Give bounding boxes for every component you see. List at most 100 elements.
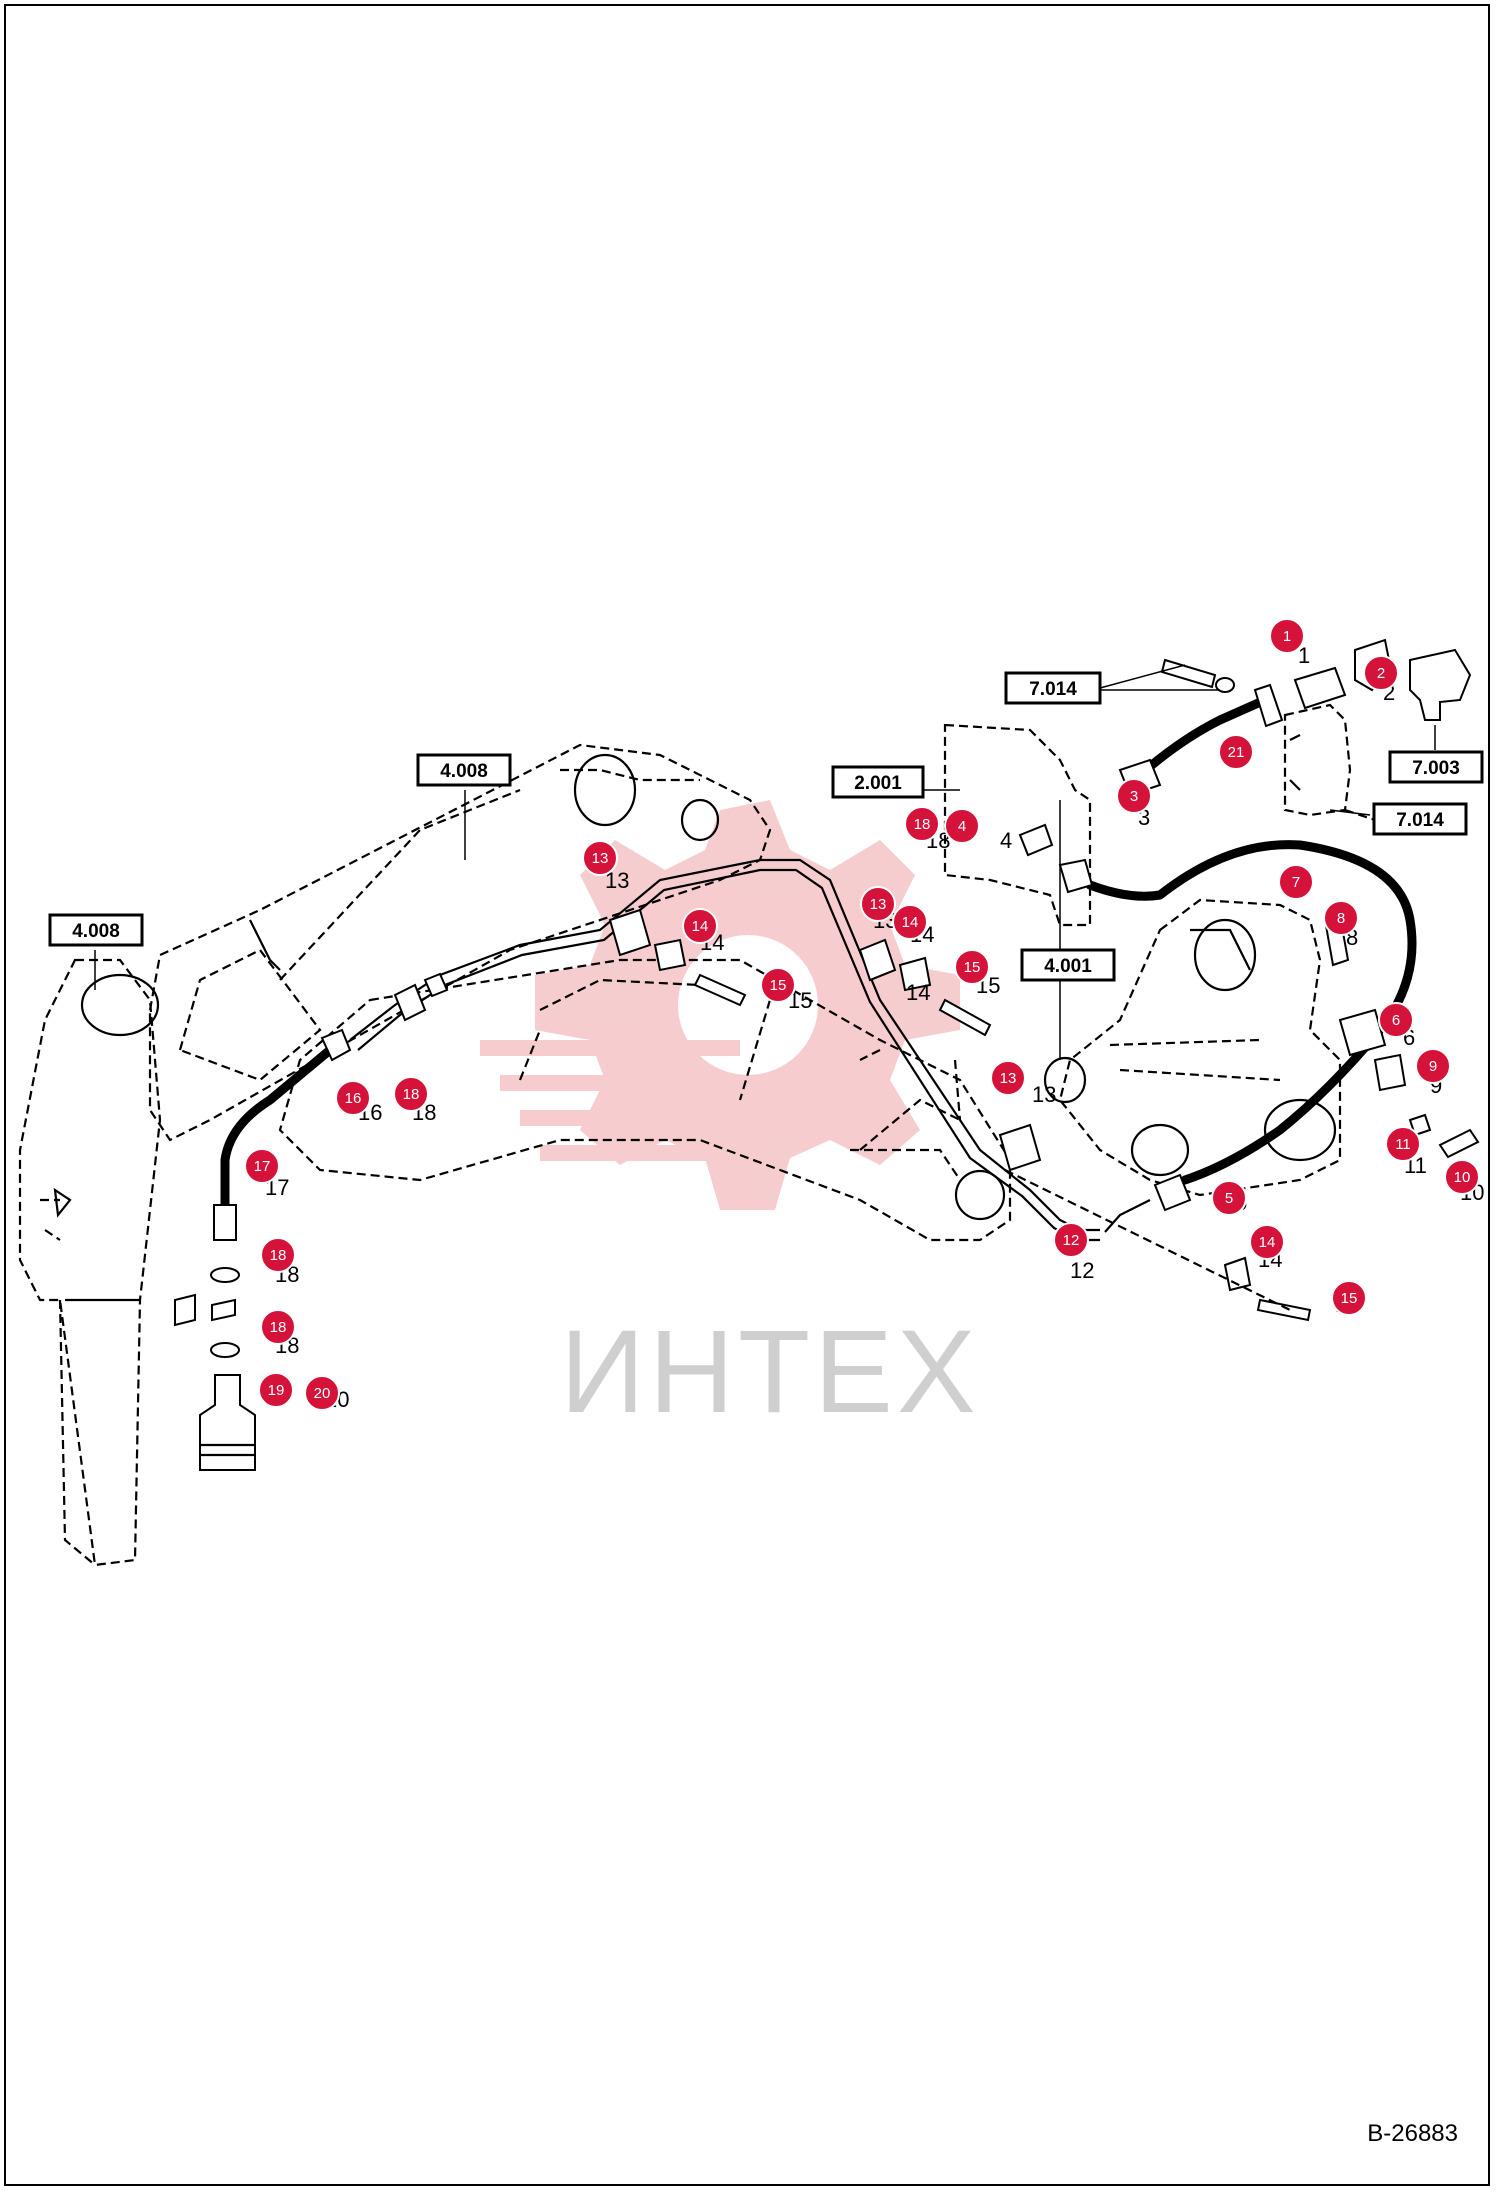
plate-2001-outline <box>943 723 1092 927</box>
svg-text:13: 13 <box>870 896 887 913</box>
callout-21: 21 <box>1218 734 1254 770</box>
svg-text:3: 3 <box>1130 788 1138 805</box>
fitting-7 <box>1058 858 1094 894</box>
fitting-21 <box>1253 683 1284 728</box>
watermark: ИНТЕХ <box>480 800 980 1438</box>
fitting-4 <box>1018 823 1054 857</box>
ref-box-2001: 2.001 <box>831 765 925 799</box>
washer-18-lower <box>210 1342 240 1358</box>
coupler-19 <box>199 1374 256 1471</box>
svg-text:8: 8 <box>1337 910 1345 927</box>
callout-2: 2 <box>1363 655 1399 691</box>
svg-text:4.001: 4.001 <box>1044 956 1092 977</box>
svg-text:21: 21 <box>1228 744 1245 761</box>
bolt-15-a <box>693 973 747 1007</box>
svg-text:12: 12 <box>1063 1232 1080 1249</box>
fitting-boom-b <box>423 972 449 998</box>
pipe-12 <box>1104 1199 1151 1233</box>
svg-text:4.008: 4.008 <box>72 921 120 942</box>
callout-7: 7 <box>1278 864 1314 900</box>
svg-text:16: 16 <box>345 1090 362 1107</box>
watermark-text: ИНТЕХ <box>560 1306 980 1438</box>
callout-14-a: 14 <box>682 908 718 944</box>
svg-text:14: 14 <box>1259 1234 1276 1251</box>
fitting-17-upper <box>320 1028 352 1062</box>
clamp-14-a <box>653 938 687 972</box>
svg-text:7: 7 <box>1292 874 1300 891</box>
svg-text:10: 10 <box>1454 1169 1471 1186</box>
washer-18-upper <box>210 1267 240 1283</box>
svg-text:6: 6 <box>1392 1012 1400 1029</box>
svg-text:7.014: 7.014 <box>1029 679 1077 700</box>
callout-12: 12 <box>1053 1222 1089 1258</box>
ref-box-4008-left: 4.008 <box>48 913 144 947</box>
svg-text:4.008: 4.008 <box>440 761 488 782</box>
swing-bracket-outline <box>1043 898 1342 1197</box>
svg-text:1: 1 <box>1298 643 1310 668</box>
svg-text:14: 14 <box>906 980 930 1005</box>
bracket-7014-outline <box>1283 703 1376 822</box>
svg-text:18: 18 <box>270 1247 287 1264</box>
callout-14-c: 14 <box>1249 1224 1285 1260</box>
callout-1: 1 <box>1269 618 1305 654</box>
svg-text:14: 14 <box>692 918 709 935</box>
leader-lines <box>94 664 1436 1060</box>
svg-text:20: 20 <box>314 1385 331 1402</box>
svg-text:17: 17 <box>254 1158 271 1175</box>
hose-7 <box>1085 840 1417 1185</box>
fitting-1 <box>1293 666 1347 710</box>
ref-box-7014-top: 7.014 <box>1004 671 1102 705</box>
fitting-5 <box>1153 1173 1192 1212</box>
svg-text:15: 15 <box>964 959 981 976</box>
callout-18-boom: 18 <box>393 1076 429 1112</box>
svg-text:7.003: 7.003 <box>1412 758 1460 779</box>
clamps-bolts <box>608 658 1480 1322</box>
clamp-9 <box>1373 1053 1407 1092</box>
svg-text:5: 5 <box>1225 1190 1233 1207</box>
svg-text:4: 4 <box>1000 828 1012 853</box>
clamp-6 <box>1338 1008 1387 1057</box>
callout-10: 10 <box>1444 1159 1480 1195</box>
hose-17 <box>220 1045 335 1210</box>
clamp-bottom <box>174 1293 196 1327</box>
svg-text:18: 18 <box>270 1319 287 1336</box>
callout-20: 20 <box>304 1375 340 1411</box>
svg-text:7.014: 7.014 <box>1396 810 1444 831</box>
svg-text:18: 18 <box>403 1086 420 1103</box>
svg-text:1: 1 <box>1283 628 1291 645</box>
svg-text:12: 12 <box>1070 1258 1094 1283</box>
fitting-17-lower <box>213 1204 237 1241</box>
callout-14-d: 14 <box>0 0 8 4</box>
bolt-15-b <box>938 998 992 1037</box>
callout-19: 19 <box>258 1372 294 1408</box>
callout-3: 3 <box>1116 778 1152 814</box>
ref-box-7014-right: 7.014 <box>1372 802 1468 836</box>
dipper-outline <box>278 958 1012 1242</box>
callout-11: 11 <box>1385 1126 1421 1162</box>
callout-15-c: 15 <box>1331 1280 1367 1316</box>
bolt-10 <box>1438 1128 1480 1159</box>
clamp-14-b <box>898 956 932 992</box>
svg-text:18: 18 <box>914 816 931 833</box>
clamp-13-b <box>858 938 897 982</box>
pipe-16-b <box>357 868 1100 1242</box>
ref-box-7003: 7.003 <box>1388 750 1484 784</box>
callout-9: 9 <box>1415 1048 1451 1084</box>
svg-text:9: 9 <box>1429 1058 1437 1075</box>
callout-13-a: 13 <box>582 840 618 876</box>
callout-15-a: 15 <box>760 967 796 1003</box>
svg-text:13: 13 <box>1000 1070 1017 1087</box>
pipe-16 <box>349 858 1100 1232</box>
arm-outline <box>18 958 162 1567</box>
clamp-13-c <box>998 1123 1042 1172</box>
callout-18-upper: 18 <box>260 1237 296 1273</box>
drawing-number: B-26883 <box>1367 2120 1458 2147</box>
callout-17: 17 <box>244 1148 280 1184</box>
svg-text:14: 14 <box>902 914 919 931</box>
callout-18-lower: 18 <box>260 1309 296 1345</box>
watermark-gear-logo <box>480 800 960 1210</box>
svg-text:19: 19 <box>268 1382 285 1399</box>
callout-13-b: 13 <box>860 886 896 922</box>
svg-text:2: 2 <box>1377 665 1385 682</box>
